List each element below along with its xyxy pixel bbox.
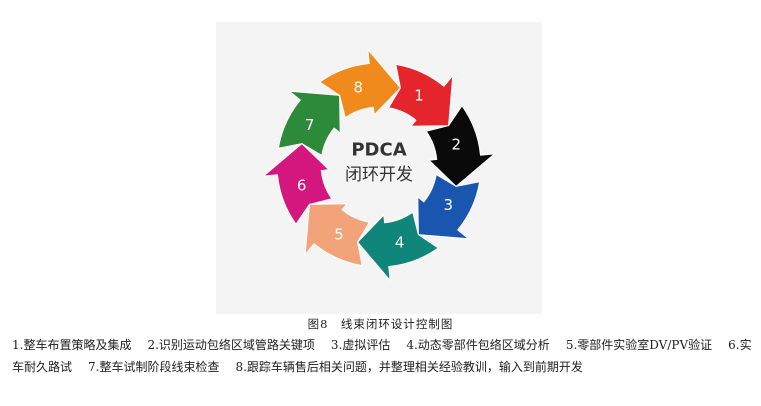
- step-item-2: 2.识别运动包络区域管路关键项: [147, 338, 315, 352]
- cycle-arrow-label-2: 2: [452, 135, 462, 153]
- cycle-arrow-4: [356, 211, 440, 283]
- cycle-arrow-label-8: 8: [354, 79, 364, 97]
- center-subtitle: 闭环开发: [345, 165, 413, 185]
- step-item-8: 8.跟踪车辆售后相关问题，并整理相关经验教训，输入到前期开发: [235, 360, 583, 374]
- step-description: 1.整车布置策略及集成 2.识别运动包络区域管路关键项 3.虚拟评估 4.动态零部件包…: [12, 334, 754, 378]
- step-item-7: 7.整车试制阶段线束检查: [88, 360, 220, 374]
- cycle-arrow-label-6: 6: [297, 177, 307, 195]
- figure-caption: 图8 线束闭环设计控制图: [307, 317, 454, 331]
- cycle-arrow-label-5: 5: [334, 225, 344, 243]
- center-title: PDCA: [351, 140, 406, 161]
- cycle-arrow-2: [425, 104, 497, 188]
- cycle-arrow-label-7: 7: [305, 116, 315, 134]
- cycle-arrow-1: [387, 63, 454, 127]
- step-item-3: 3.虚拟评估: [330, 338, 391, 352]
- cycle-arrow-label-1: 1: [414, 87, 424, 105]
- cycle-arrow-3: [417, 173, 481, 240]
- cycle-arrow-5: [304, 203, 371, 267]
- step-item-1: 1.整车布置策略及集成: [12, 338, 132, 352]
- step-item-5: 5.零部件实验室DV/PV验证: [565, 338, 713, 352]
- step-item-4: 4.动态零部件包络区域分析: [406, 338, 550, 352]
- cycle-arrow-7: [277, 90, 341, 157]
- step-item-6: 6.实车耐久路试: [12, 338, 752, 374]
- cycle-arrow-6: [261, 142, 333, 226]
- pdca-cycle-diagram: 8 7 6 5 4 3 2 1 PDCA 闭环开发: [216, 22, 542, 314]
- cycle-arrow-label-3: 3: [444, 196, 454, 214]
- cycle-arrow-label-4: 4: [395, 233, 405, 251]
